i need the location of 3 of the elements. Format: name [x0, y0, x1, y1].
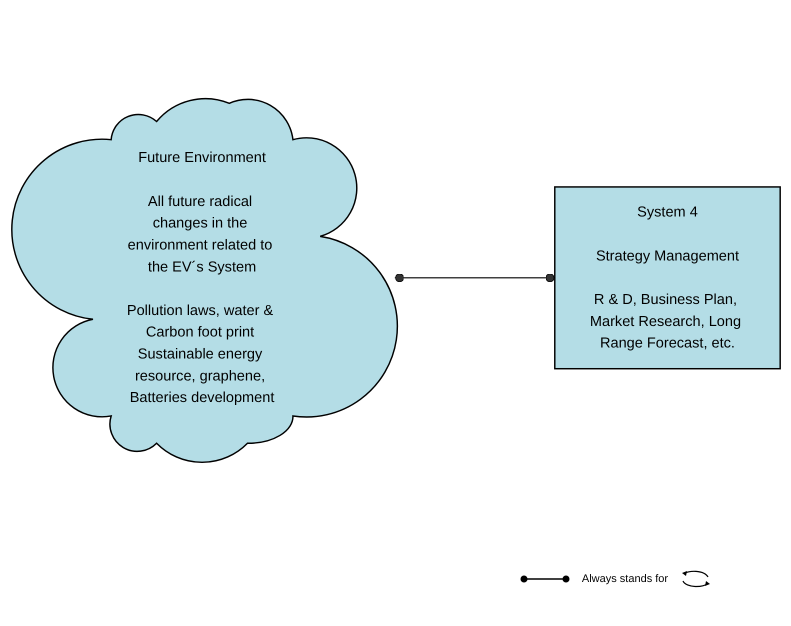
node-box: System 4 Strategy Management R & D, Business Plan, Market Research, Long Range Forecast, etc.: [554, 186, 780, 369]
connector: [394, 272, 554, 282]
legend-text: Always stands for: [580, 573, 670, 585]
